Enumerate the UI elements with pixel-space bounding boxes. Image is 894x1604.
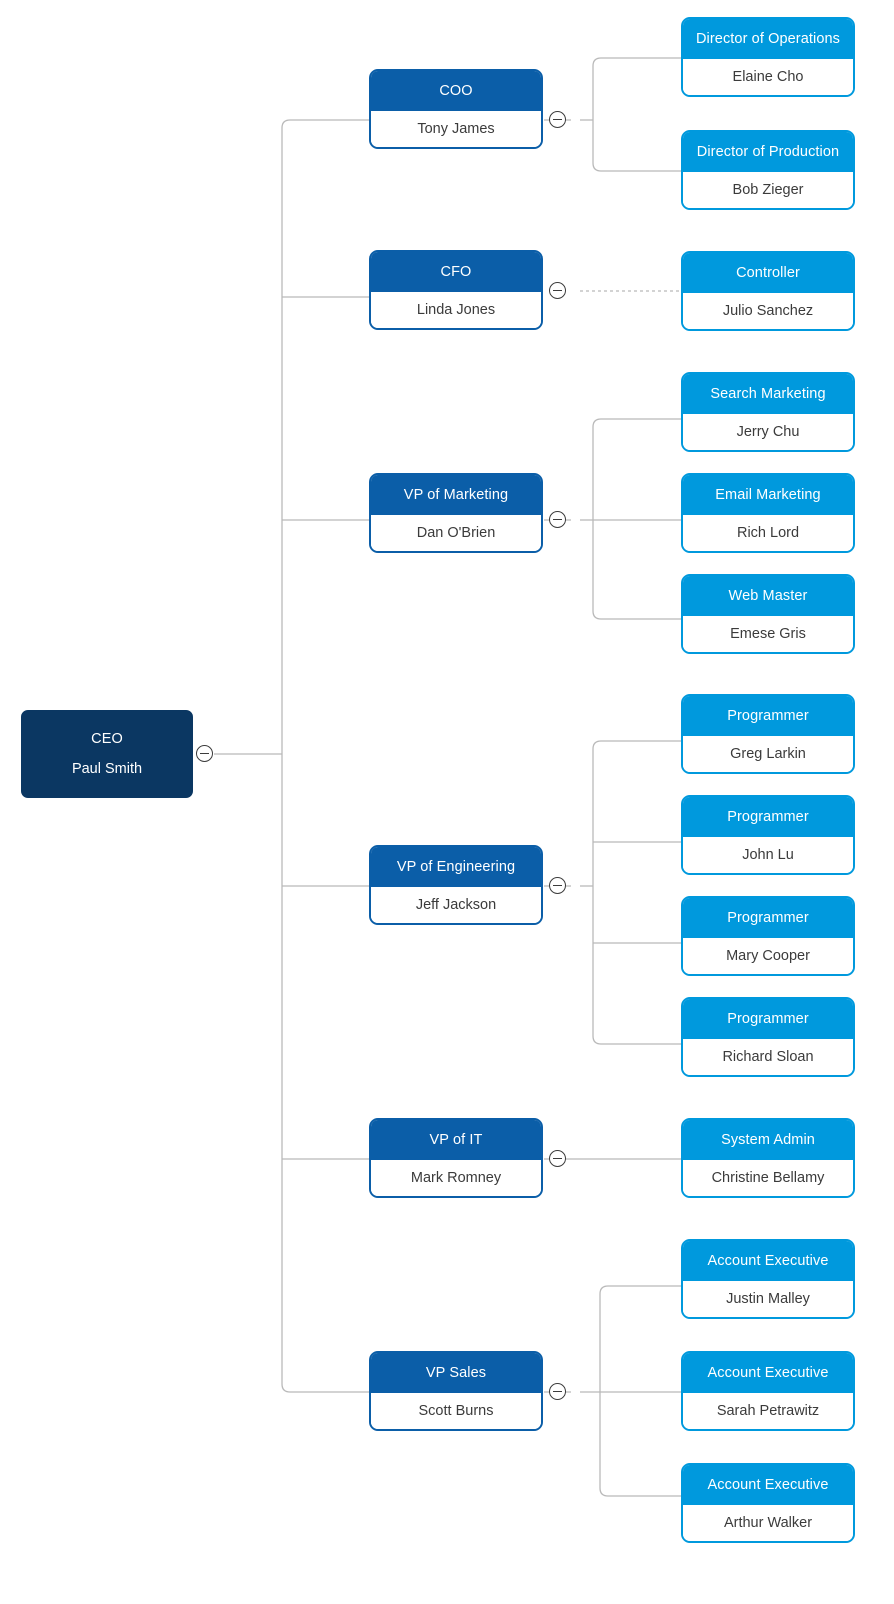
minus-circle-icon-cfo[interactable] [549, 282, 566, 299]
node-name: Elaine Cho [683, 59, 853, 95]
minus-circle-icon-vp-marketing[interactable] [549, 511, 566, 528]
node-title: Programmer [683, 898, 853, 938]
node-title: VP of Marketing [371, 475, 541, 515]
node-title: Email Marketing [683, 475, 853, 515]
node-name: Dan O'Brien [371, 515, 541, 551]
node-title: Account Executive [683, 1353, 853, 1393]
node-programmer-3[interactable]: Programmer Mary Cooper [681, 896, 855, 976]
node-title: COO [371, 71, 541, 111]
node-web-master[interactable]: Web Master Emese Gris [681, 574, 855, 654]
node-title: Programmer [683, 999, 853, 1039]
node-title: VP of IT [371, 1120, 541, 1160]
node-director-of-operations[interactable]: Director of Operations Elaine Cho [681, 17, 855, 97]
node-account-executive-2[interactable]: Account Executive Sarah Petrawitz [681, 1351, 855, 1431]
node-title: VP of Engineering [371, 847, 541, 887]
node-name: Sarah Petrawitz [683, 1393, 853, 1429]
node-vp-sales[interactable]: VP Sales Scott Burns [369, 1351, 543, 1431]
connector-coo-trunk [592, 57, 681, 172]
node-title: VP Sales [371, 1353, 541, 1393]
node-name: Rich Lord [683, 515, 853, 551]
node-name: Julio Sanchez [683, 293, 853, 329]
node-account-executive-1[interactable]: Account Executive Justin Malley [681, 1239, 855, 1319]
node-name: Linda Jones [371, 292, 541, 328]
node-title: Search Marketing [683, 374, 853, 414]
minus-circle-icon-ceo[interactable] [196, 745, 213, 762]
node-title: CEO [91, 730, 123, 747]
node-name: Christine Bellamy [683, 1160, 853, 1196]
node-cfo[interactable]: CFO Linda Jones [369, 250, 543, 330]
node-account-executive-3[interactable]: Account Executive Arthur Walker [681, 1463, 855, 1543]
node-ceo[interactable]: CEO Paul Smith [21, 710, 193, 798]
minus-circle-icon-vp-sales[interactable] [549, 1383, 566, 1400]
connector-vpmkt-trunk [592, 418, 681, 620]
minus-circle-icon-vp-engineering[interactable] [549, 877, 566, 894]
node-name: Justin Malley [683, 1281, 853, 1317]
node-title: Account Executive [683, 1241, 853, 1281]
node-controller[interactable]: Controller Julio Sanchez [681, 251, 855, 331]
node-email-marketing[interactable]: Email Marketing Rich Lord [681, 473, 855, 553]
node-vp-marketing[interactable]: VP of Marketing Dan O'Brien [369, 473, 543, 553]
node-search-marketing[interactable]: Search Marketing Jerry Chu [681, 372, 855, 452]
node-name: Bob Zieger [683, 172, 853, 208]
node-title: Director of Operations [683, 19, 853, 59]
node-vp-it[interactable]: VP of IT Mark Romney [369, 1118, 543, 1198]
node-title: CFO [371, 252, 541, 292]
node-title: Account Executive [683, 1465, 853, 1505]
node-name: Paul Smith [71, 761, 143, 777]
node-name: Greg Larkin [683, 736, 853, 772]
node-name: Jeff Jackson [371, 887, 541, 923]
minus-circle-icon-coo[interactable] [549, 111, 566, 128]
node-title: Director of Production [683, 132, 853, 172]
node-name: Richard Sloan [683, 1039, 853, 1075]
node-name: Mark Romney [371, 1160, 541, 1196]
node-system-admin[interactable]: System Admin Christine Bellamy [681, 1118, 855, 1198]
node-programmer-1[interactable]: Programmer Greg Larkin [681, 694, 855, 774]
node-name: Tony James [371, 111, 541, 147]
node-name: Arthur Walker [683, 1505, 853, 1541]
node-director-of-production[interactable]: Director of Production Bob Zieger [681, 130, 855, 210]
node-programmer-2[interactable]: Programmer John Lu [681, 795, 855, 875]
node-name: Emese Gris [683, 616, 853, 652]
connector-vpsales-trunk [599, 1285, 681, 1497]
node-name: Jerry Chu [683, 414, 853, 450]
node-name: Mary Cooper [683, 938, 853, 974]
node-name: Scott Burns [371, 1393, 541, 1429]
node-title: Controller [683, 253, 853, 293]
node-vp-engineering[interactable]: VP of Engineering Jeff Jackson [369, 845, 543, 925]
minus-circle-icon-vp-it[interactable] [549, 1150, 566, 1167]
node-title: Web Master [683, 576, 853, 616]
node-name: John Lu [683, 837, 853, 873]
connector-main-trunk [281, 119, 370, 1393]
connector-vpeng-trunk [592, 740, 681, 1045]
node-coo[interactable]: COO Tony James [369, 69, 543, 149]
node-title: Programmer [683, 696, 853, 736]
node-title: System Admin [683, 1120, 853, 1160]
node-title: Programmer [683, 797, 853, 837]
node-programmer-4[interactable]: Programmer Richard Sloan [681, 997, 855, 1077]
